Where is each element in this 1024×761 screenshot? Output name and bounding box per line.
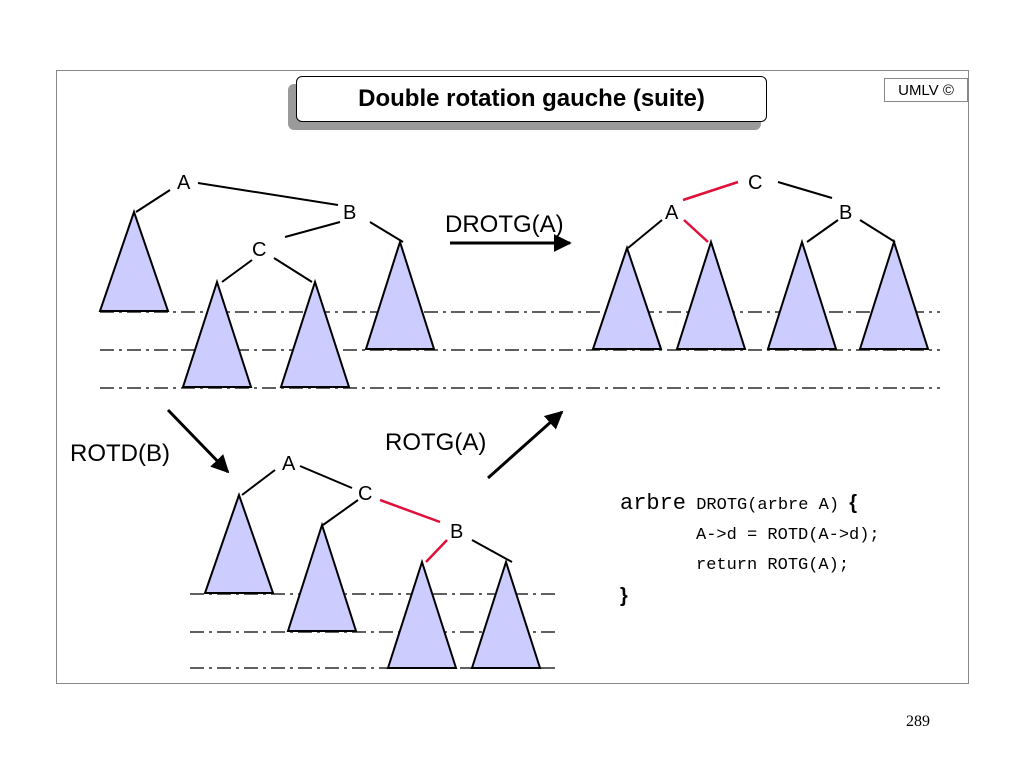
- node-label: C: [358, 483, 372, 505]
- node-label: B: [343, 202, 356, 224]
- node-label: B: [450, 521, 463, 543]
- subtree-triangle: [766, 238, 838, 350]
- node-label: A: [177, 172, 191, 194]
- subtree-triangle: [386, 558, 458, 669]
- subtree-triangle: [98, 208, 170, 312]
- subtree-triangle: [181, 278, 253, 388]
- tree-edge: [135, 189, 171, 213]
- tree-intermediate: A C B: [203, 453, 542, 669]
- tree-edge: [806, 219, 839, 243]
- subtree-triangle: [364, 238, 436, 350]
- tree-edge: [221, 259, 253, 283]
- tree-edge: [273, 257, 313, 283]
- node-label: A: [282, 453, 296, 475]
- umlv-badge: UMLV ©: [884, 78, 968, 102]
- code-line-1: arbre DROTG(arbre A) {: [620, 488, 880, 521]
- subtree-triangle: [591, 244, 663, 350]
- code-signature: DROTG(arbre A): [696, 496, 840, 515]
- subtree-triangle: [203, 491, 275, 594]
- tree-edge: [241, 469, 276, 496]
- tree-edge: [299, 465, 353, 489]
- tree-edge: [859, 219, 896, 243]
- changed-edge: [379, 498, 441, 524]
- drotg-label: DROTG(A): [445, 211, 564, 238]
- tree-edge: [284, 221, 341, 238]
- code-close-brace: }: [620, 585, 628, 607]
- node-label: C: [748, 172, 762, 194]
- code-open-brace: {: [849, 492, 858, 514]
- tree-edge: [322, 499, 359, 526]
- code-line-2: A->d = ROTD(A->d);: [696, 526, 880, 545]
- subtree-triangle: [279, 278, 351, 388]
- changed-edge: [682, 180, 739, 202]
- tree-edge: [197, 182, 339, 206]
- rotd-label: ROTD(B): [70, 440, 170, 467]
- changed-edge: [683, 219, 709, 243]
- page-title: Double rotation gauche (suite): [358, 85, 705, 112]
- slide-frame: [56, 70, 969, 684]
- page-number: 289: [906, 713, 930, 730]
- subtree-triangle: [858, 238, 930, 350]
- subtree-triangle: [675, 238, 747, 350]
- subtree-triangle: [470, 558, 542, 669]
- code-type: arbre: [620, 491, 687, 516]
- rotd-arrow: [166, 408, 230, 474]
- rotg-label: ROTG(A): [385, 429, 486, 456]
- node-label: A: [665, 202, 679, 224]
- node-label: B: [839, 202, 852, 224]
- tree-edge: [777, 181, 833, 199]
- rotg-arrow: [487, 410, 564, 480]
- node-label: C: [252, 239, 266, 261]
- subtree-triangle: [286, 521, 358, 632]
- tree-before: A B C: [98, 172, 436, 388]
- tree-edge: [369, 221, 404, 243]
- changed-edge: [425, 539, 448, 563]
- code-line-3: return ROTG(A);: [696, 556, 850, 575]
- tree-edge: [627, 219, 663, 249]
- title-box: Double rotation gauche (suite): [296, 76, 767, 122]
- tree-after: C A B: [591, 172, 930, 350]
- code-block: arbre DROTG(arbre A) { A->d = ROTD(A->d)…: [620, 488, 880, 611]
- tree-edge: [471, 539, 513, 563]
